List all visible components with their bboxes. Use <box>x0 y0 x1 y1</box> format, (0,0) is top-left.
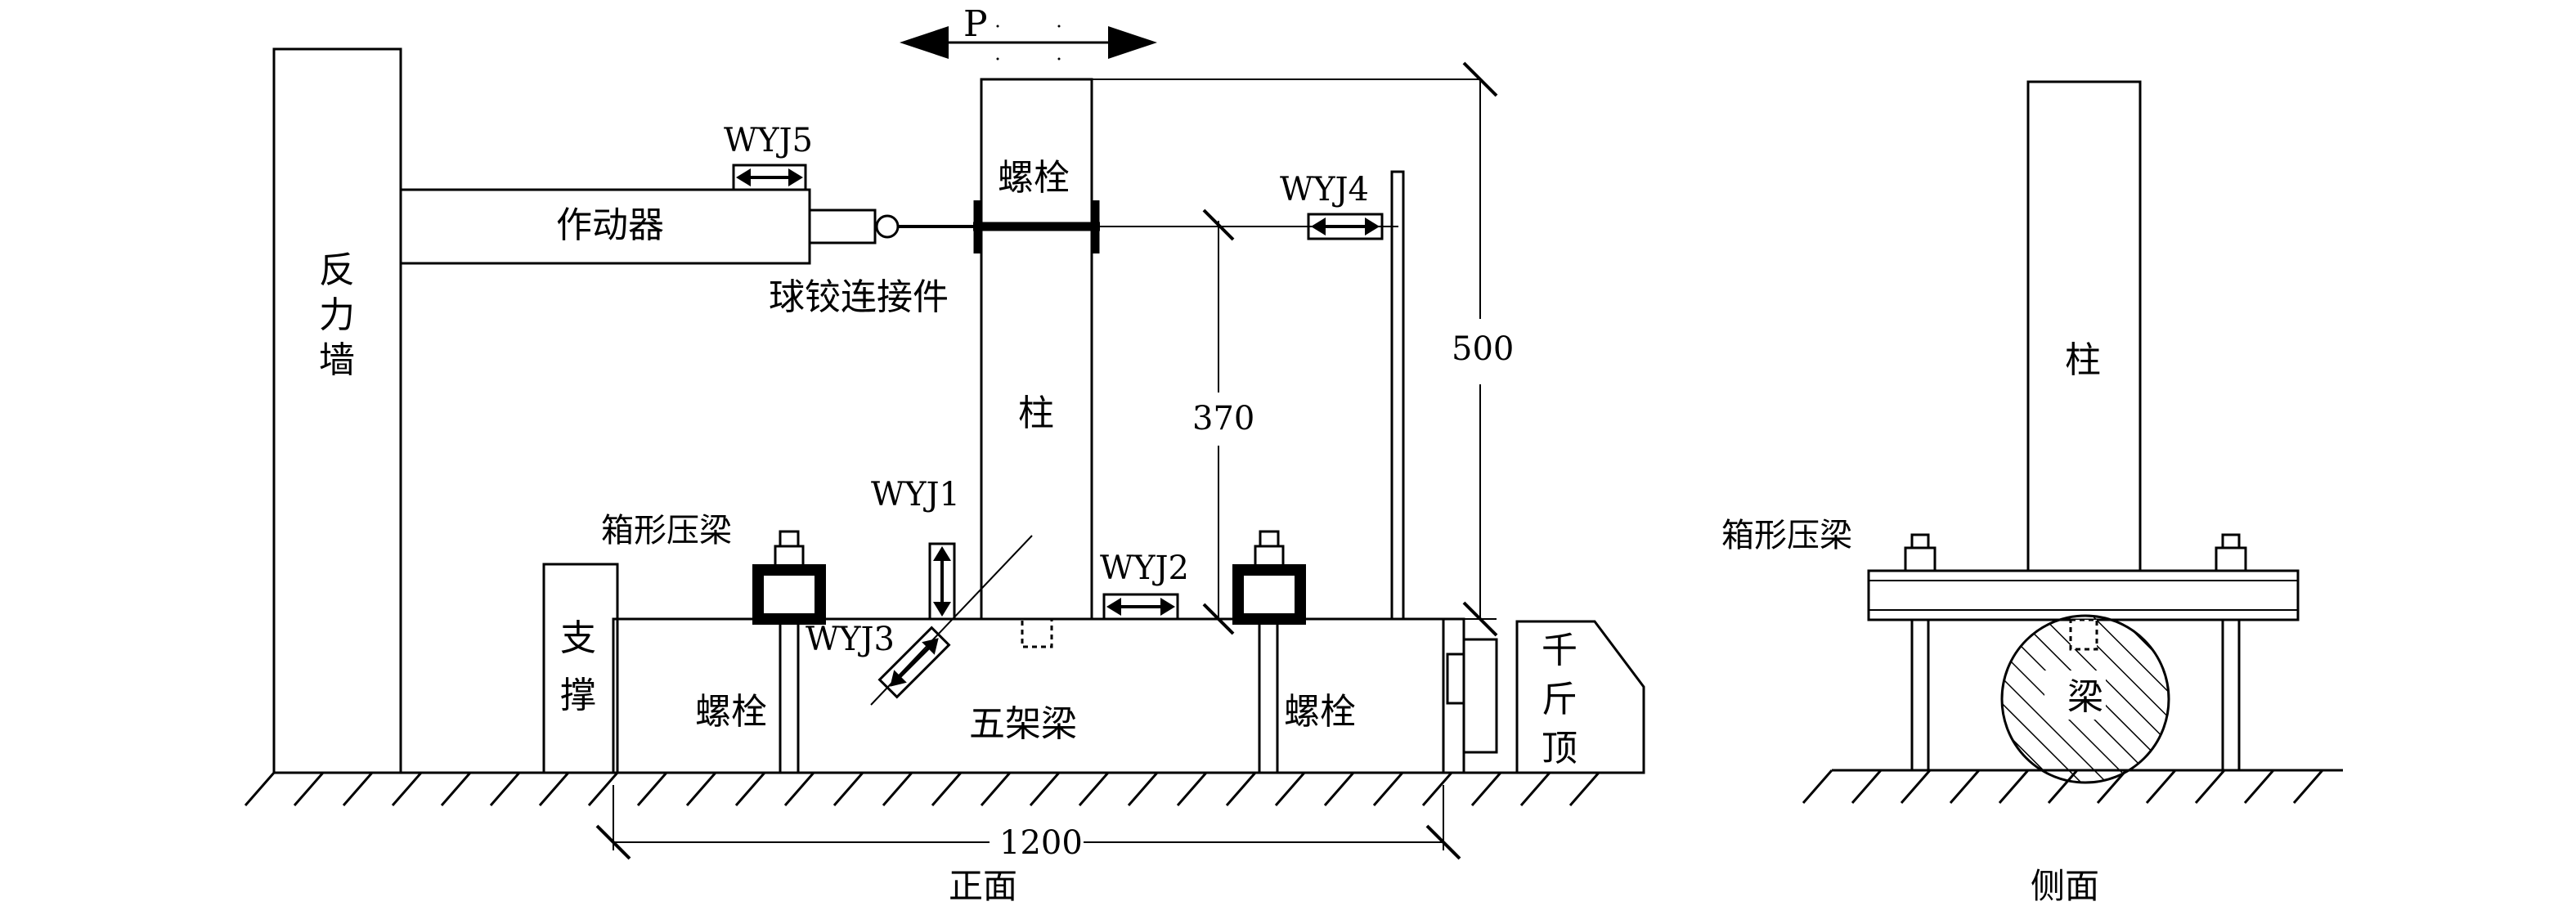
wyj3-wire <box>870 535 1033 706</box>
box-beam-right <box>1232 530 1306 625</box>
wyj3-gauge <box>877 626 951 699</box>
wyj4-stand <box>1390 170 1405 621</box>
wyj5-gauge <box>732 164 807 191</box>
column-bolt-label: 螺栓 <box>998 157 1070 199</box>
column-label: 柱 <box>1018 392 1054 434</box>
ball-joint <box>875 214 900 239</box>
bolt-right <box>1258 617 1279 774</box>
side-beam-label: 梁 <box>2067 676 2103 718</box>
load-arrow <box>900 25 1157 61</box>
dim-1200 <box>595 785 1461 860</box>
jack-label-2: 斤 <box>1542 679 1577 720</box>
jack <box>1442 617 1645 774</box>
side-bolt-right <box>2215 533 2247 772</box>
wyj1-gauge <box>928 542 956 621</box>
box-beam-label: 箱形压梁 <box>601 512 732 549</box>
dim-370 <box>1202 209 1235 635</box>
support-label-2: 撑 <box>560 675 596 716</box>
dim-370-label: 370 <box>1192 400 1254 437</box>
support <box>542 563 619 774</box>
front-caption: 正面 <box>949 866 1017 906</box>
reaction-wall-label-2: 力 <box>319 294 355 336</box>
front-ground <box>244 771 1627 806</box>
wyj3-label: WYJ3 <box>806 621 895 658</box>
dim-500 <box>1092 61 1498 637</box>
side-beam-section <box>2000 614 2170 784</box>
reaction-wall-label-1: 反 <box>319 249 355 291</box>
side-labels: 柱 箱形压梁 梁 侧面 <box>1721 339 2103 906</box>
wyj2-label: WYJ2 <box>1100 549 1189 587</box>
actuator-rod <box>808 209 877 244</box>
bolt-right-label: 螺栓 <box>1284 691 1356 733</box>
side-column <box>2026 80 2142 572</box>
side-column-label: 柱 <box>2065 339 2101 381</box>
bolt-left-label: 螺栓 <box>695 691 767 733</box>
wyj5-label: WYJ5 <box>724 122 813 159</box>
dim-1200-label: 1200 <box>999 824 1083 862</box>
side-caption: 侧面 <box>2031 866 2099 906</box>
reaction-wall-label-3: 墙 <box>319 339 355 381</box>
wyj2-gauge <box>1102 593 1179 621</box>
load-label: P <box>963 3 988 45</box>
jack-label-3: 顶 <box>1542 728 1577 769</box>
column-base-marker <box>1021 617 1053 648</box>
jack-label-1: 千 <box>1542 630 1577 671</box>
side-box-beam <box>1867 569 2300 621</box>
side-bolt-left <box>1904 533 1936 772</box>
support-label-1: 支 <box>560 617 596 659</box>
bolt-left <box>779 617 800 774</box>
box-beam-left <box>752 530 826 625</box>
wyj4-gauge <box>1307 213 1384 240</box>
front-view <box>244 25 1645 860</box>
side-view <box>1802 80 2343 804</box>
front-labels: P 反 力 墙 作动器 球铰连接件 螺栓 柱 箱形压梁 支 撑 螺栓 螺栓 五架… <box>319 3 1577 906</box>
side-box-beam-label: 箱形压梁 <box>1721 517 1852 554</box>
wyj4-label: WYJ4 <box>1280 171 1369 209</box>
dim-500-label: 500 <box>1452 330 1514 368</box>
five-frame-beam-label: 五架梁 <box>969 703 1077 745</box>
ball-joint-label: 球铰连接件 <box>769 276 949 318</box>
actuator-label: 作动器 <box>556 204 664 246</box>
reaction-wall <box>272 47 402 774</box>
wyj1-label: WYJ1 <box>871 476 960 514</box>
